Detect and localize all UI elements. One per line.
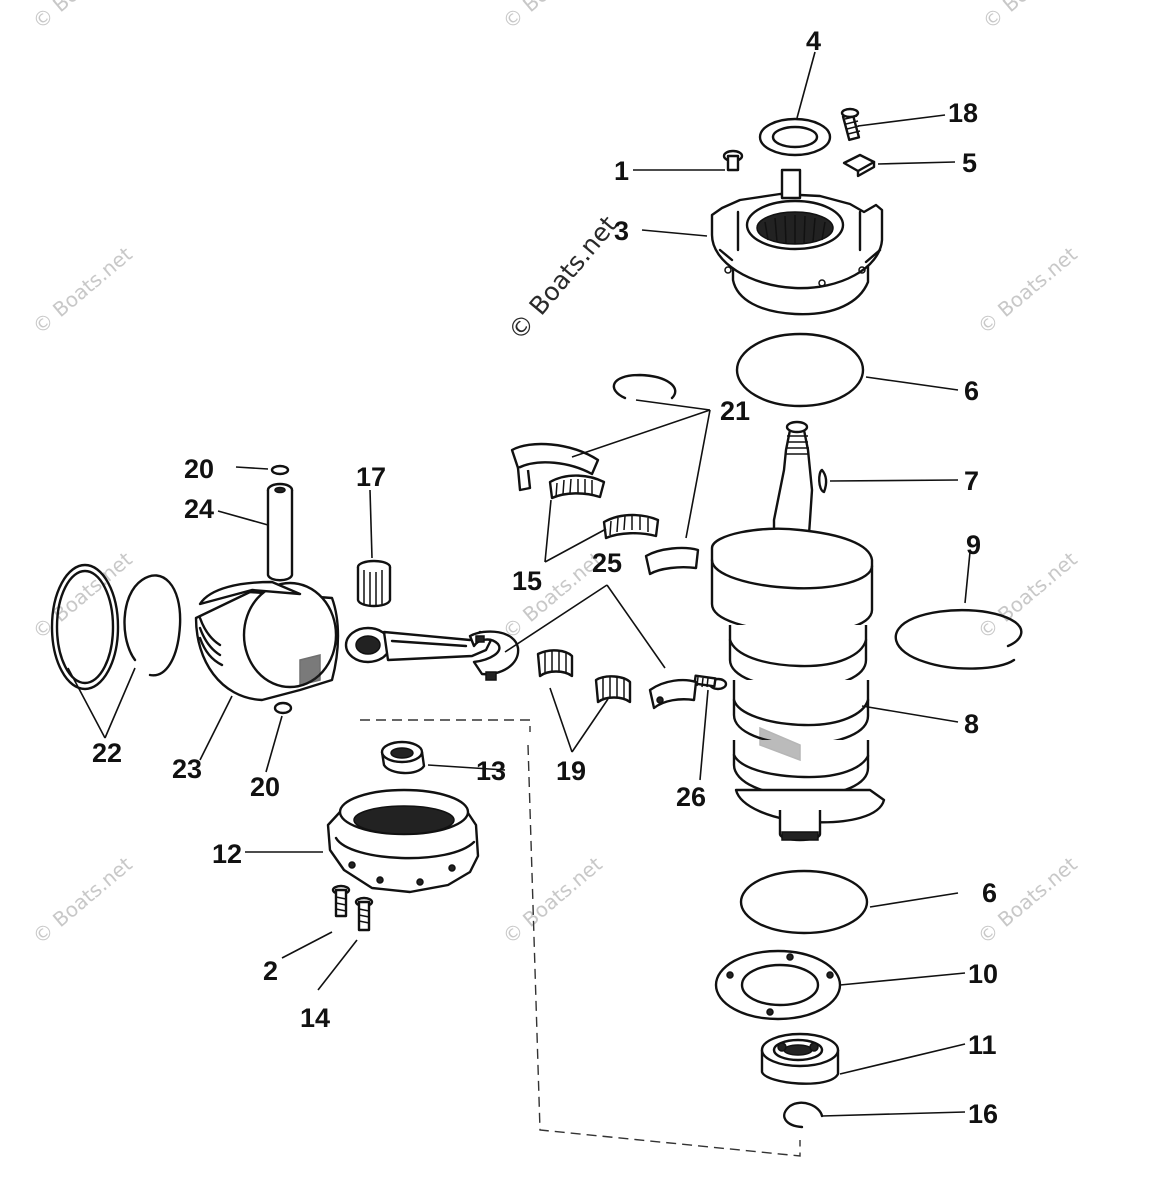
watermark: © Boats.net: [498, 0, 607, 34]
callout-labels: 1 2 3 4 5 6 6 7 8 9 10 11 12 13 14 15 16…: [92, 26, 998, 1129]
callout-9: 9: [966, 530, 981, 560]
lower-bearing-housing-part: [326, 788, 480, 894]
callout-15: 15: [512, 566, 542, 596]
callout-6: 6: [982, 878, 997, 908]
watermark: © Boats.net: [28, 242, 137, 339]
lock-ring-part: [273, 701, 293, 715]
piston-ring-part: [50, 563, 120, 691]
connecting-rod-part: [344, 626, 520, 681]
screw-part: [354, 896, 374, 932]
callout-20: 20: [250, 772, 280, 802]
upper-bearing-housing-part: [710, 168, 884, 316]
callout-13: 13: [476, 756, 506, 786]
callout-10: 10: [968, 959, 998, 989]
parts: [50, 107, 1023, 1157]
piston-ring-inner: [55, 569, 115, 685]
callout-4: 4: [806, 26, 821, 56]
callout-25: 25: [592, 548, 622, 578]
o-ring-upper-part: [735, 332, 865, 408]
crankshaft-part: [710, 420, 886, 842]
piston-part: [194, 580, 340, 702]
leader-lines: [67, 51, 971, 1117]
key-part: [842, 153, 876, 178]
screw-part: [840, 107, 861, 142]
bolt-part: [722, 149, 744, 172]
callout-5: 5: [962, 148, 977, 178]
callout-11: 11: [968, 1030, 997, 1060]
watermark: © Boats.net: [28, 852, 137, 949]
callout-3: 3: [614, 216, 629, 246]
seal-part: [380, 740, 426, 775]
callout-19: 19: [556, 756, 586, 786]
retaining-ring-part: [612, 373, 677, 400]
watermark: © Boats.net: [498, 852, 607, 949]
retaining-ring-part: [783, 1101, 824, 1129]
screw-part: [331, 884, 351, 918]
callout-6: 6: [964, 376, 979, 406]
callout-21: 21: [720, 396, 750, 426]
lock-ring-part: [270, 464, 290, 476]
thrust-washer-part: [758, 117, 832, 157]
callout-16: 16: [968, 1099, 998, 1129]
piston-ring-part: [123, 574, 182, 677]
needle-bearing-part: [602, 513, 660, 540]
o-ring-lower-part: [739, 869, 869, 935]
bearing-cage-part: [648, 678, 698, 710]
callout-22: 22: [92, 738, 122, 768]
callout-20: 20: [184, 454, 214, 484]
watermark: © Boats.net: [973, 547, 1082, 644]
piston-pin-part: [266, 482, 294, 582]
watermark: © Boats.net: [28, 0, 137, 34]
bolt-part: [693, 674, 728, 691]
callout-7: 7: [964, 466, 979, 496]
callout-18: 18: [948, 98, 978, 128]
watermark: © Boats.net: [28, 547, 137, 644]
callout-17: 17: [356, 462, 386, 492]
callout-26: 26: [676, 782, 706, 812]
callout-1: 1: [614, 156, 629, 186]
callout-2: 2: [263, 956, 278, 986]
watermark: © Boats.net: [978, 0, 1087, 34]
needle-bearing-part: [548, 474, 606, 500]
watermark: © Boats.net: [973, 242, 1082, 339]
woodruff-key-part: [818, 468, 828, 494]
callout-14: 14: [300, 1003, 330, 1033]
split-ring-part: [894, 608, 1023, 670]
gasket-part: [714, 949, 842, 1021]
callout-23: 23: [172, 754, 202, 784]
bearing-cage-part: [510, 442, 600, 492]
ball-bearing-part: [760, 1032, 840, 1085]
callout-24: 24: [184, 494, 214, 524]
assembly-outline: [360, 719, 801, 1157]
callout-8: 8: [964, 709, 979, 739]
needle-bearing-part: [594, 675, 632, 704]
callout-12: 12: [212, 839, 242, 869]
watermark-main: © Boats.net: [502, 210, 622, 346]
needle-bearing-part: [356, 559, 392, 608]
needle-bearing-part: [536, 649, 574, 678]
bearing-cage-part: [644, 546, 700, 576]
